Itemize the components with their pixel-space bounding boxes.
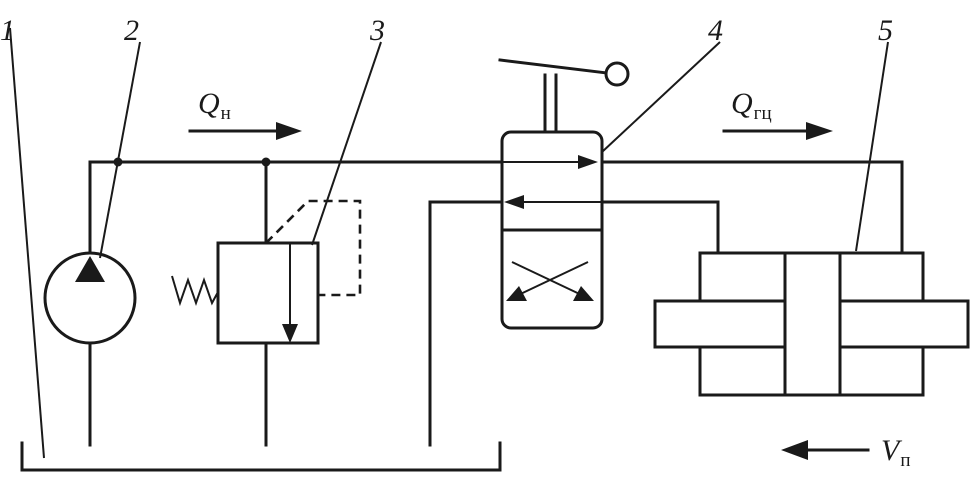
velocity-indicator: Vп	[781, 434, 911, 471]
label-5: 5	[878, 14, 893, 47]
label-2: 2	[124, 14, 139, 47]
label-3: 3	[369, 14, 385, 47]
cylinder-flow-indicator: Qгц	[722, 87, 833, 140]
svg-text:Qгц: Qгц	[731, 87, 772, 124]
relief-valve	[171, 160, 362, 447]
leader-line-4	[601, 41, 721, 153]
leader-line-2	[99, 41, 141, 259]
leader-line-5	[855, 41, 889, 252]
pump	[43, 160, 137, 447]
tank	[20, 441, 502, 472]
cylinder-return-line	[600, 200, 720, 255]
label-1: 1	[0, 14, 15, 47]
svg-text:Vп: Vп	[881, 434, 911, 471]
pump-flow-indicator: Qн	[188, 87, 302, 140]
directional-valve	[428, 58, 630, 447]
leader-line-3	[311, 41, 382, 246]
pilot-line	[265, 199, 362, 297]
spring-symbol	[171, 275, 219, 307]
svg-text:Qн: Qн	[198, 87, 231, 124]
leader-line-1	[9, 27, 45, 459]
label-4: 4	[708, 14, 723, 47]
flow-arrow-icon	[276, 122, 302, 140]
flow-arrow-icon	[806, 122, 833, 140]
cylinder-feed-line	[600, 160, 904, 255]
velocity-arrow-icon	[781, 440, 808, 460]
cylinder	[653, 251, 970, 397]
